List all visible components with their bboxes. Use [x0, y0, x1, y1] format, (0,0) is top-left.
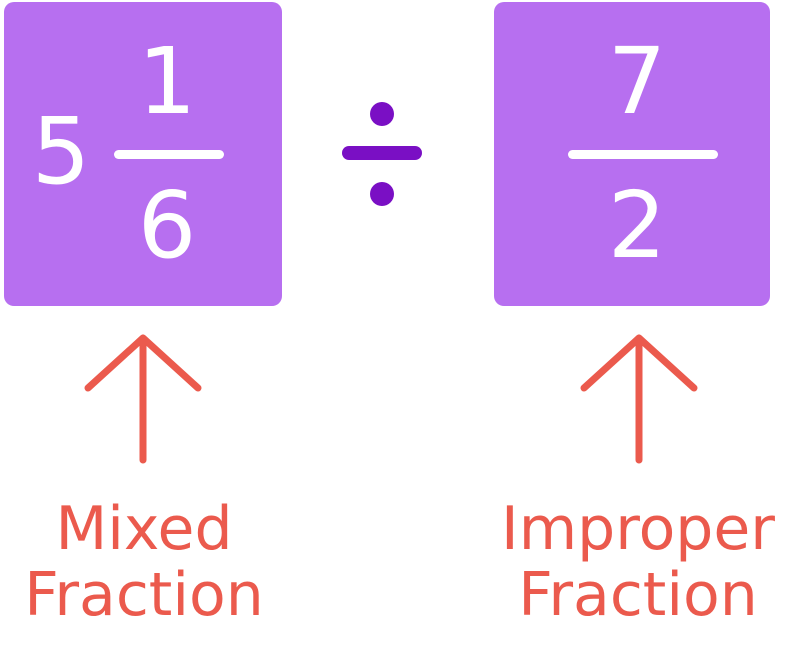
mixed-numerator: 1 [137, 28, 197, 135]
improper-numerator: 7 [607, 28, 667, 135]
mixed-whole-number: 5 [31, 98, 91, 205]
divide-icon [342, 102, 422, 206]
improper-fraction-bar [568, 150, 718, 159]
mixed-caption-line1: Mixed [55, 494, 233, 564]
improper-caption-line2: Fraction [518, 560, 758, 630]
mixed-caption-line2: Fraction [24, 560, 264, 630]
mixed-fraction-bar [114, 150, 224, 159]
improper-caption-line1: Improper [501, 494, 775, 564]
improper-fraction-card: 7 2 [494, 2, 770, 306]
mixed-denominator: 6 [137, 172, 197, 279]
arrow-up-icon [580, 334, 698, 464]
mixed-fraction-caption: Mixed Fraction [0, 496, 288, 628]
mixed-fraction-card: 5 1 6 [4, 2, 282, 306]
improper-fraction-caption: Improper Fraction [474, 496, 802, 628]
arrow-up-icon [84, 334, 202, 464]
improper-denominator: 2 [607, 172, 667, 279]
